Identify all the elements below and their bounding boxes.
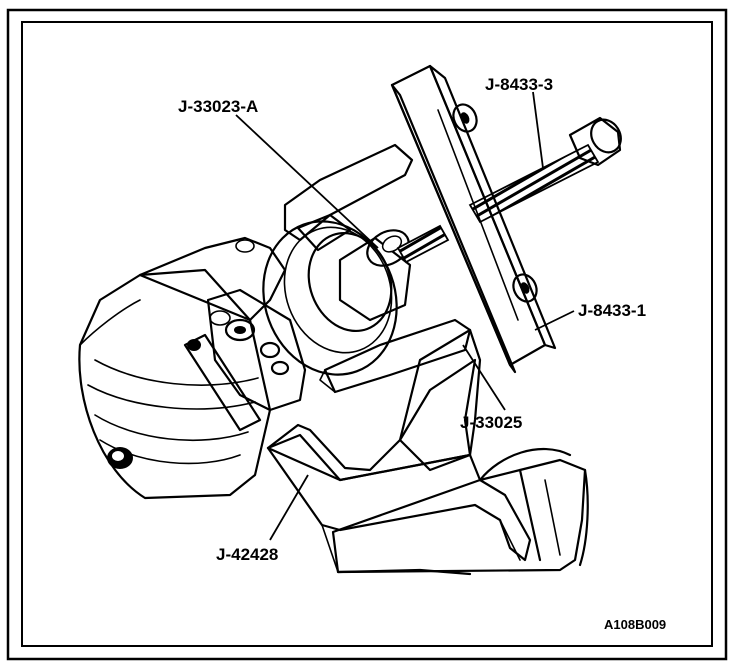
- label-j42428: J-42428: [216, 545, 278, 564]
- label-j33025: J-33025: [460, 413, 522, 432]
- puller-legs-j33025: [283, 143, 472, 394]
- figure-code: A108B009: [604, 617, 666, 632]
- forcing-screw-j84333: [396, 116, 622, 264]
- leader-j33023a: [235, 114, 379, 249]
- leader-j84333: [532, 91, 544, 169]
- outer-border: [6, 8, 728, 661]
- leader-lines: [235, 91, 575, 541]
- crossbar-j84331: [390, 64, 557, 374]
- adapter-j33023a: [338, 229, 412, 322]
- holding-fixture-j42428: [266, 328, 532, 573]
- leader-j33025: [462, 344, 506, 411]
- leader-j84331: [534, 310, 575, 331]
- inner-border: [21, 21, 713, 647]
- compressor-body: [78, 236, 307, 500]
- label-j84331: J-8433-1: [578, 301, 646, 320]
- label-j84333: J-8433-3: [485, 75, 553, 94]
- bench-vise: [331, 447, 589, 576]
- leader-j42428: [269, 474, 309, 541]
- label-j33023a: J-33023-A: [178, 97, 258, 116]
